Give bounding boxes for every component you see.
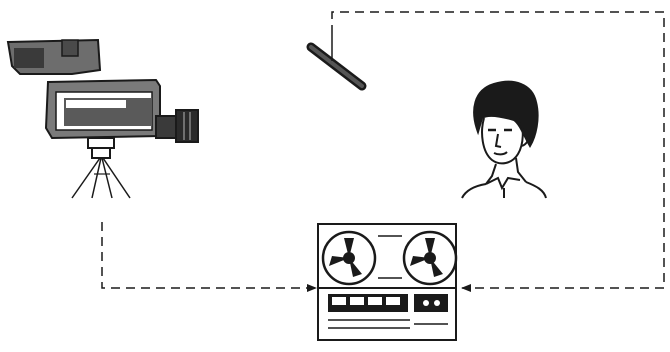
microphone-icon: [311, 34, 362, 86]
person-portrait-icon: [462, 82, 546, 198]
camera-to-recorder-connector: [102, 222, 316, 288]
video-camera-on-tripod-icon: [8, 40, 198, 198]
reel-to-reel-tape-recorder-icon: [318, 224, 456, 340]
